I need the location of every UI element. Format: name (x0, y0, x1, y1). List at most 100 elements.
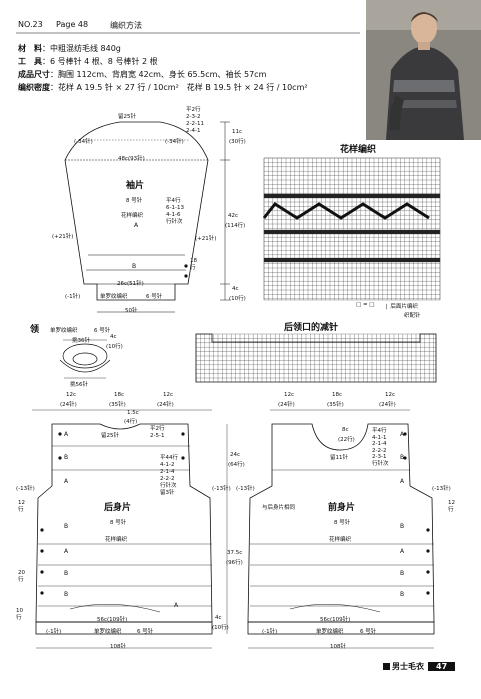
sleeve-b-rows-unit: 行 (190, 265, 196, 271)
sleeve-cuff-dec: (-1针) (65, 294, 81, 300)
back-left-dec: (-13针) (16, 486, 35, 492)
sleeve-needle: 8 号针 (126, 198, 143, 204)
back-arm-rule-3: 2-1-4 (160, 469, 175, 475)
front-rib-needle: 6 号针 (360, 629, 377, 635)
front-neck-rule-2: 4-1-1 (372, 434, 387, 441)
sleeve-cap-rows: (30行) (229, 139, 246, 145)
chart-legend-2: ❘ 后面片编织 (384, 304, 418, 310)
sleeve-bind-rule-1: 平2行 (186, 107, 201, 113)
back-neck-chart (195, 333, 437, 383)
model-photo-illustration (366, 0, 481, 140)
back-b-1: B (64, 454, 69, 461)
front-neck-rule-4: 2-2-2 (372, 447, 387, 454)
back-a-1: A (64, 431, 69, 438)
back-arm-h: 24c (230, 452, 241, 458)
back-a-2: A (64, 478, 69, 485)
sleeve-b-rows: 18 行 (190, 258, 197, 272)
back-right-dec: (-13针) (212, 486, 231, 492)
material-label: 材 料 (18, 44, 42, 53)
front-w-mid: 18c (332, 392, 343, 398)
front-side-rows-unit: 行 (448, 507, 454, 513)
sleeve-inc-rule-3: 4-1-6 (166, 212, 181, 218)
page-ref: Page 48 (56, 20, 89, 29)
back-arm-rule-6: 留3针 (160, 490, 175, 496)
sleeve-bind-rule-3: 2-2-11 (186, 121, 204, 127)
back-body-rows: (96行) (226, 560, 243, 566)
gauge-label: 编织密度 (18, 83, 50, 92)
front-bottom: 108针 (330, 644, 346, 650)
chart-title: 花样编织 (340, 145, 377, 155)
footer-square-icon (383, 663, 390, 670)
sleeve-inc-rule-4: 行针次 (166, 219, 183, 225)
tools-row: 工 具：6 号棒针 4 根、8 号棒针 2 根 (18, 57, 158, 66)
back-neck-rows: (4行) (124, 419, 138, 425)
back-arm-rule-2: 4-1-2 (160, 462, 175, 468)
pattern-number: NO.23 (18, 20, 43, 29)
back-arm-rule-4: 2-2-2 (160, 476, 175, 482)
size-label: 成品尺寸 (18, 70, 50, 79)
sleeve-inc-rule-1: 平4行 (166, 198, 181, 204)
sleeve-bind-rule-2: 2-3-2 (186, 114, 201, 120)
sleeve-right-inc: (+21针) (195, 236, 217, 242)
sleeve-inc-rule: 平4行 6-1-13 4-1-6 行针次 (166, 198, 184, 226)
chart-legend-1: □ = □ (356, 302, 375, 308)
sleeve-cap-height: 11c (232, 129, 243, 135)
sleeve-cuff-width: 26c(51针) (117, 281, 144, 287)
gauge-value: 花样 A 19.5 针 × 27 行 / 10cm² 花样 B 19.5 针 ×… (58, 83, 308, 92)
back-hem-rows: (10行) (212, 625, 229, 631)
model-photo (366, 0, 481, 140)
back-hem-width: 56c(109针) (97, 617, 128, 623)
sleeve-schematic (64, 121, 230, 313)
sleeve-cuff-height: 4c (232, 286, 239, 292)
sleeve-bind-rule: 平2行 2-3-2 2-2-11 2-4-1 (186, 107, 204, 135)
sleeve-length-rows: (114行) (225, 223, 246, 229)
front-w-mid-st: (35针) (327, 402, 344, 408)
back-side-rows-a-number: 12 (18, 500, 25, 506)
front-w-left: 12c (284, 392, 295, 398)
front-same-note: 与后身片相同 (262, 505, 296, 511)
sleeve-b-rows-number: 18 (190, 258, 197, 264)
back-neck-rule: 平2行 2-5-1 (150, 426, 165, 440)
back-w-mid-st: (35针) (109, 402, 126, 408)
sleeve-width: 48c(93针) (118, 156, 145, 162)
back-neck-rule-2: 2-5-1 (150, 433, 165, 439)
marker-dots (40, 264, 430, 595)
back-bottom: 108针 (110, 644, 126, 650)
back-b-2: B (64, 523, 69, 530)
back-b-4: B (64, 591, 69, 598)
back-side-rows-c-number: 10 (16, 608, 23, 614)
back-title: 后身片 (104, 503, 132, 513)
front-rib: 单罗纹编织 (316, 629, 344, 635)
collar-needle: 6 号针 (94, 328, 111, 334)
front-w-right: 12c (385, 392, 396, 398)
back-side-rows-b: 20 行 (18, 570, 25, 584)
collar-schematic (59, 339, 111, 379)
collar-rows: (10行) (106, 344, 123, 350)
front-a-2: A (400, 478, 405, 485)
back-arm-rows: (64行) (228, 462, 245, 468)
collar-title: 领 (30, 325, 40, 335)
sleeve-cuff-rows: (10行) (229, 296, 246, 302)
front-w-right-st: (24针) (379, 402, 396, 408)
sleeve-bottom: 50针 (125, 308, 138, 314)
back-arm-rule-1: 平44行 (160, 455, 178, 461)
front-side-rows-number: 12 (448, 500, 455, 506)
tools-label: 工 具 (18, 57, 42, 66)
collar-stitches-top: 挑36针 (72, 338, 90, 344)
front-neck-rule-5: 2-3-1 (372, 454, 387, 460)
back-w-left: 12c (66, 392, 77, 398)
front-pattern: 花样编织 (329, 537, 352, 543)
back-neck-rule-1: 平2行 (150, 426, 165, 432)
back-side-rows-c-unit: 行 (16, 615, 22, 621)
back-rib: 单罗纹编织 (94, 629, 122, 635)
back-pattern: 花样编织 (105, 537, 128, 543)
sleeve-length: 42c (228, 213, 239, 219)
back-side-rows-a-unit: 行 (18, 507, 24, 513)
front-b-1: B (400, 454, 405, 461)
sleeve-a: A (134, 222, 139, 229)
front-left-dec: (-13针) (236, 486, 255, 492)
back-w-mid: 18c (114, 392, 125, 398)
front-neck-rule-6: 行针次 (372, 460, 389, 467)
